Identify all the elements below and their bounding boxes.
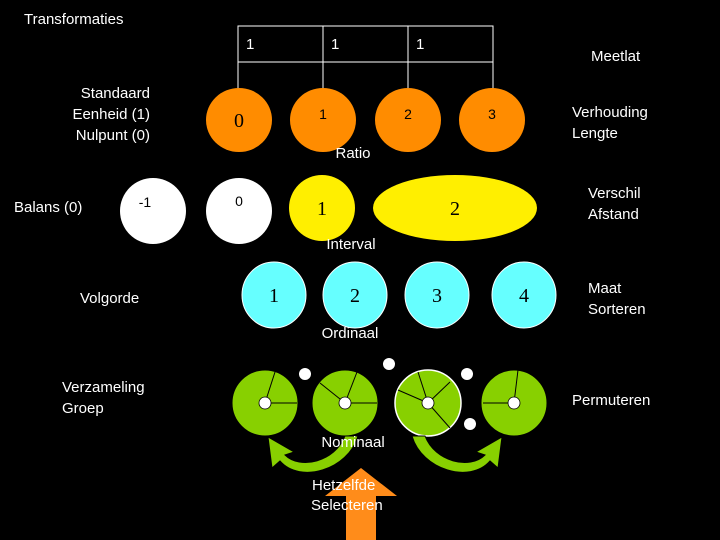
nominal-circle bbox=[480, 369, 548, 437]
token-dot bbox=[461, 368, 473, 380]
ordinal-circles: 1 2 3 4 bbox=[241, 261, 557, 329]
page-title: Transformaties bbox=[24, 11, 123, 28]
ruler: 1 1 1 bbox=[237, 25, 494, 90]
nominal-circle bbox=[394, 369, 462, 437]
interval-right-label: Verschil bbox=[588, 185, 641, 202]
ordinal-value: 1 bbox=[269, 285, 279, 307]
token-dot bbox=[299, 368, 311, 380]
nominal-circles bbox=[231, 369, 548, 437]
ruler-cell-label: 1 bbox=[331, 36, 339, 53]
ordinal-value: 4 bbox=[519, 285, 529, 307]
ruler-label: Meetlat bbox=[591, 48, 641, 65]
ordinal-caption: Ordinaal bbox=[322, 325, 379, 342]
ratio-value: 2 bbox=[404, 106, 412, 122]
ratio-right-label: Lengte bbox=[572, 125, 618, 142]
nominal-left-label: Groep bbox=[62, 400, 104, 417]
token-dot bbox=[464, 418, 476, 430]
ratio-circle bbox=[375, 88, 441, 152]
ordinal-circle bbox=[241, 261, 307, 329]
curved-arrow-left-icon bbox=[267, 435, 359, 473]
nominal-right-label: Permuteren bbox=[572, 392, 650, 409]
interval-value: 1 bbox=[317, 198, 327, 220]
ratio-circles: 0 1 2 3 bbox=[206, 88, 525, 152]
ordinal-value: 3 bbox=[432, 285, 442, 307]
interval-circle bbox=[120, 178, 186, 244]
select-label: Hetzelfde bbox=[312, 477, 375, 494]
ratio-left-label: Nulpunt (0) bbox=[76, 127, 150, 144]
ruler-cell-label: 1 bbox=[246, 36, 254, 53]
ratio-value: 3 bbox=[488, 106, 496, 122]
token-dot bbox=[383, 358, 395, 370]
interval-right-label: Afstand bbox=[588, 206, 639, 223]
interval-circle bbox=[289, 175, 355, 241]
ratio-right-label: Verhouding bbox=[572, 104, 648, 121]
ordinal-left-label: Volgorde bbox=[80, 290, 139, 307]
up-arrow-icon bbox=[325, 468, 397, 540]
ordinal-circle bbox=[491, 261, 557, 329]
interval-left-label: Balans (0) bbox=[14, 199, 82, 216]
interval-value: -1 bbox=[139, 194, 152, 210]
ruler-box bbox=[237, 25, 494, 63]
ratio-circle bbox=[459, 88, 525, 152]
ratio-circle bbox=[206, 88, 272, 152]
select-label: Selecteren bbox=[311, 497, 383, 514]
ordinal-circle bbox=[322, 261, 388, 329]
ordinal-circle bbox=[404, 261, 470, 329]
curved-arrow-right-icon bbox=[411, 435, 503, 473]
ratio-caption: Ratio bbox=[335, 145, 370, 162]
nominal-caption: Nominaal bbox=[321, 434, 384, 451]
ratio-left-label: Standaard bbox=[81, 85, 150, 102]
ordinal-right-label: Maat bbox=[588, 280, 622, 297]
ordinal-value: 2 bbox=[350, 285, 360, 307]
nominal-left-label: Verzameling bbox=[62, 379, 145, 396]
ruler-cell-label: 1 bbox=[416, 36, 424, 53]
ratio-circle bbox=[290, 88, 356, 152]
interval-value: 2 bbox=[450, 198, 460, 220]
ratio-value: 1 bbox=[319, 106, 327, 122]
nominal-circle bbox=[311, 369, 379, 437]
interval-circle bbox=[206, 178, 272, 244]
interval-value: 0 bbox=[235, 193, 243, 209]
interval-caption: Interval bbox=[326, 236, 375, 253]
ratio-value: 0 bbox=[234, 110, 244, 132]
interval-circles: -1 0 1 2 bbox=[120, 175, 537, 244]
ratio-left-label: Eenheid (1) bbox=[72, 106, 150, 123]
ordinal-right-label: Sorteren bbox=[588, 301, 646, 318]
nominal-circle bbox=[231, 369, 299, 437]
interval-ellipse bbox=[373, 175, 537, 241]
